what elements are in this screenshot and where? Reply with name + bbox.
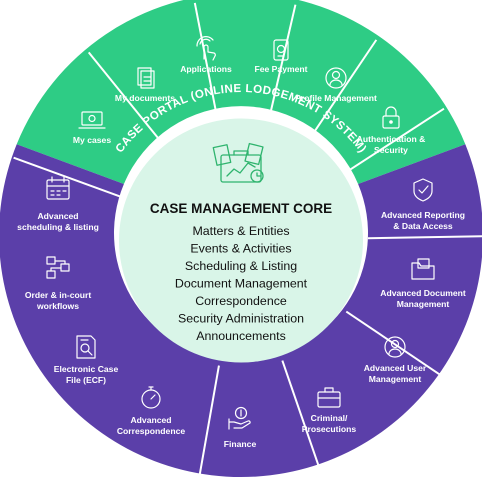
module-item-label: Criminal/Prosecutions: [302, 413, 357, 434]
portal-item: My documents: [115, 67, 175, 103]
tap-icon: [196, 36, 216, 61]
portal-item: My cases: [73, 111, 111, 145]
portal-item: Profile Management: [295, 67, 377, 103]
segment-divider: [193, 2, 218, 117]
module-item-label: Finance: [224, 439, 257, 449]
segment-divider: [13, 156, 123, 199]
padlock-icon: [382, 106, 400, 129]
portal-item-label: Fee Payment: [254, 64, 307, 74]
portal-item: Applications: [180, 36, 232, 74]
user-circle-icon: [384, 336, 406, 358]
core-title: CASE MANAGEMENT CORE: [150, 201, 332, 216]
laptop-icon: [78, 111, 106, 129]
module-item: Advanced Reporting& Data Access: [381, 178, 465, 231]
core-circle: [119, 118, 363, 363]
core-item: Document Management: [175, 277, 308, 291]
core-item: Announcements: [196, 329, 286, 343]
segment-divider: [87, 51, 162, 143]
briefcase-chart-icon: [212, 142, 264, 183]
core-item: Scheduling & Listing: [185, 259, 297, 273]
money-hand-icon: [228, 406, 251, 430]
segment-divider: [346, 107, 445, 173]
portal-item: Authentication &Security: [357, 106, 426, 155]
case-portal-ring: [16, 0, 466, 184]
documents-icon: [137, 67, 155, 89]
segment-divider: [345, 310, 443, 377]
segment-divider: [268, 4, 297, 117]
portal-item-label: Profile Management: [295, 93, 377, 103]
workflow-icon: [46, 256, 70, 279]
stopwatch-icon: [141, 386, 161, 409]
core-item: Security Administration: [178, 312, 304, 326]
case-management-core: CASE MANAGEMENT CORE Matters & EntitiesE…: [119, 118, 363, 363]
module-items: Advanced Reporting& Data AccessAdvanced …: [17, 176, 466, 449]
user-circle-icon: [325, 67, 347, 89]
folder-icon: [411, 258, 435, 280]
core-item: Correspondence: [195, 294, 287, 308]
portal-item: Fee Payment: [254, 39, 308, 74]
portal-item-label: My cases: [73, 135, 111, 145]
segment-divider: [367, 235, 482, 240]
segment-divider: [311, 39, 378, 136]
file-search-icon: [76, 335, 96, 359]
core-item: Matters & Entities: [192, 224, 289, 238]
module-item: Criminal/Prosecutions: [302, 387, 357, 434]
segment-divider: [197, 365, 220, 479]
briefcase-icon: [317, 387, 341, 408]
portal-item-label: Authentication &Security: [357, 134, 426, 155]
portal-item-label: My documents: [115, 93, 175, 103]
shield-icon: [413, 178, 433, 202]
mobile-payment-icon: [273, 39, 289, 61]
module-item-label: Advanced Reporting& Data Access: [381, 210, 465, 231]
modules-ring: [0, 144, 482, 478]
segment-divider: [281, 360, 321, 470]
portal-item-label: Applications: [180, 64, 232, 74]
case-portal-items: My cases My documents Applications Fee Paym…: [73, 36, 426, 155]
core-item: Events & Activities: [190, 242, 291, 256]
module-item: Finance: [224, 406, 257, 449]
segment-dividers: [13, 2, 482, 479]
calendar-icon: [46, 176, 70, 200]
